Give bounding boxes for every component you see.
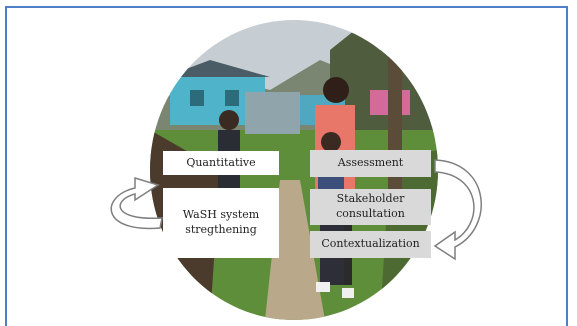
contextualization-label: Contextualization [321, 237, 420, 251]
quantitative-box: Quantitative [163, 151, 279, 175]
wash-system-label: WaSH system stregthening [182, 208, 260, 236]
left-cycle-arrow-icon [110, 176, 163, 230]
assessment-label: Assessment [337, 156, 404, 170]
assessment-box: Assessment [310, 150, 431, 177]
stakeholder-consultation-label: Stakeholder consultation [336, 192, 405, 220]
wash-system-box: WaSH system stregthening [163, 188, 279, 258]
quantitative-label: Quantitative [186, 155, 256, 169]
contextualization-box: Contextualization [310, 231, 431, 258]
right-cycle-arrow-icon [433, 159, 482, 261]
stakeholder-consultation-box: Stakeholder consultation [310, 189, 431, 225]
